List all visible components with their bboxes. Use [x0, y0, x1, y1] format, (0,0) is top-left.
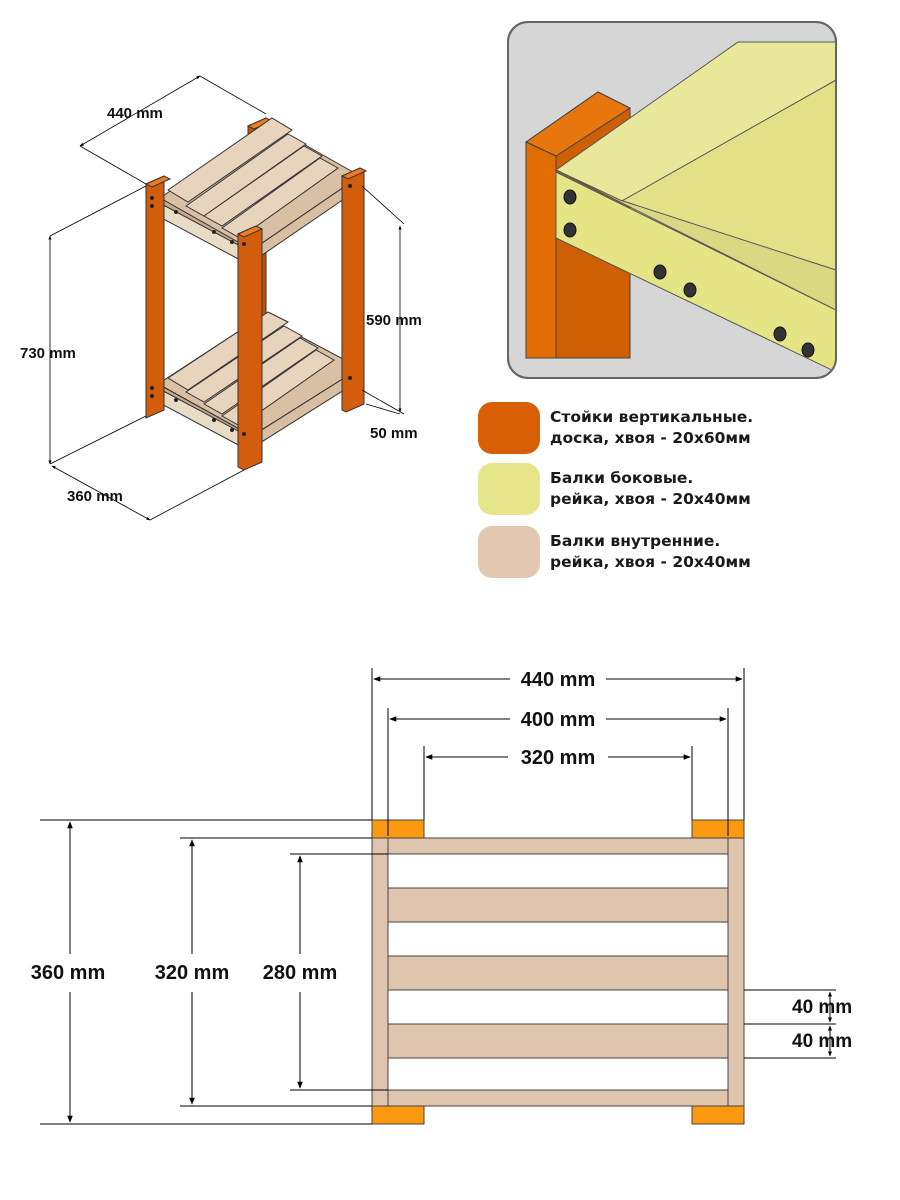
legend-side-beams-line2: рейка, хвоя - 20х40мм — [550, 490, 751, 508]
legend-item-posts: Стойки вертикальные. доска, хвоя - 20х60… — [478, 402, 753, 454]
front-center-post — [236, 225, 264, 471]
plan-dimension-labels: 440 mm 400 mm 320 mm 360 mm 320 mm 280 m… — [31, 669, 852, 1052]
legend-text-inner-beams: Балки внутренние. рейка, хвоя - 20х40мм — [550, 531, 751, 573]
iso-dimension-labels: 440 mm 730 mm 590 mm 50 mm 360 mm — [20, 105, 422, 505]
legend-text-side-beams: Балки боковые. рейка, хвоя - 20х40мм — [550, 468, 751, 510]
legend-text-posts: Стойки вертикальные. доска, хвоя - 20х60… — [550, 407, 753, 449]
plan-slat-gap-label: 40 mm — [792, 1031, 852, 1052]
plan-post-gap-label: 320 mm — [521, 747, 596, 769]
plan-post-top-left — [371, 819, 425, 839]
legend-inner-beams-line1: Балки внутренние. — [550, 532, 721, 550]
legend-side-beams-line1: Балки боковые. — [550, 469, 694, 487]
legend-item-side-beams: Балки боковые. рейка, хвоя - 20х40мм — [478, 463, 751, 515]
plan-slat-span-label: 280 mm — [263, 962, 338, 984]
legend-swatch-inner-beams — [478, 526, 540, 578]
front-left-post — [144, 175, 172, 419]
plan-outer-depth-label: 360 mm — [31, 962, 106, 984]
isometric-shelf — [144, 117, 368, 471]
plan-outer-width-label: 440 mm — [521, 669, 596, 691]
screws — [150, 184, 352, 436]
plan-dimensions — [40, 668, 836, 1125]
plan-slat-width-label: 40 mm — [792, 997, 852, 1018]
plan-post-bottom-right — [691, 1105, 745, 1125]
plan-right-rail — [727, 835, 745, 1109]
legend-posts-line2: доска, хвоя - 20х60мм — [550, 429, 751, 447]
legend-item-inner-beams: Балки внутренние. рейка, хвоя - 20х40мм — [478, 526, 751, 578]
plan-inner-width-label: 400 mm — [521, 709, 596, 731]
plan-post-top-right — [691, 819, 745, 839]
iso-height-label: 730 mm — [20, 345, 76, 362]
iso-shelf-gap-label: 590 mm — [366, 312, 422, 329]
iso-depth-label: 360 mm — [67, 488, 123, 505]
plan-slats — [387, 837, 729, 1107]
plan-left-rail — [371, 835, 389, 1109]
plan-view — [371, 819, 745, 1125]
top-shelf — [153, 117, 361, 263]
iso-width-label: 440 mm — [107, 105, 163, 122]
joint-detail-inset — [507, 21, 837, 379]
iso-dimensions — [48, 75, 405, 521]
legend-swatch-posts — [478, 402, 540, 454]
legend-inner-beams-line2: рейка, хвоя - 20х40мм — [550, 553, 751, 571]
iso-bottom-offset-label: 50 mm — [370, 425, 418, 442]
legend-swatch-side-beams — [478, 463, 540, 515]
front-right-post — [340, 167, 368, 413]
plan-post-bottom-left — [371, 1105, 425, 1125]
plan-inner-depth-label: 320 mm — [155, 962, 230, 984]
legend-posts-line1: Стойки вертикальные. — [550, 408, 754, 426]
